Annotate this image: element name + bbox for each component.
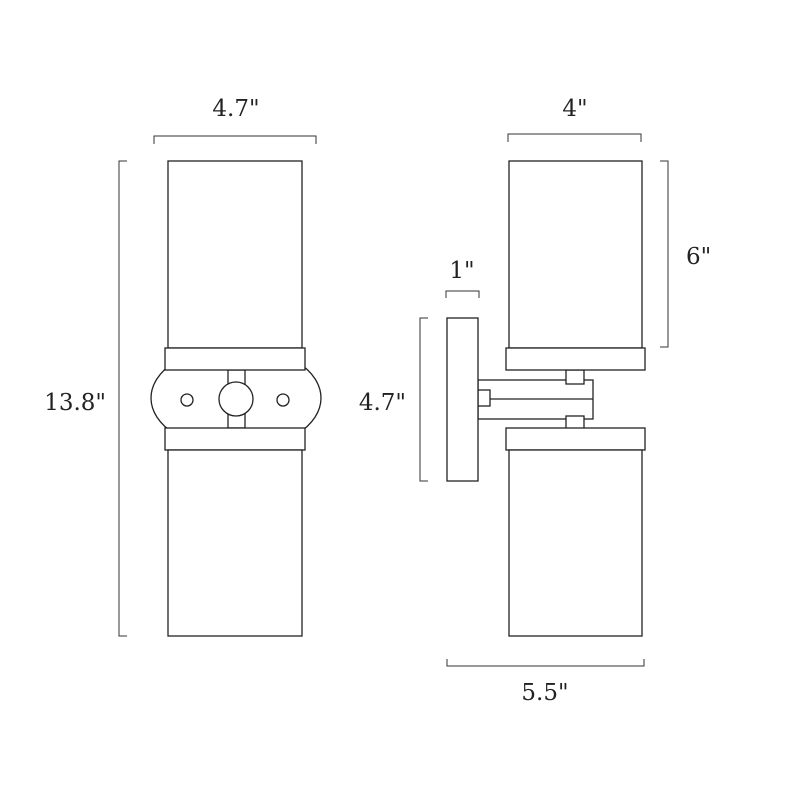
side-upper-band (505, 347, 646, 371)
dim-depth-line (445, 290, 480, 298)
dim-front-width-line (153, 135, 317, 144)
front-left-screw (180, 393, 194, 407)
dim-extension-line (446, 659, 645, 667)
dim-front-width-label: 4.7" (212, 96, 259, 122)
dim-shade-width-line (507, 133, 642, 142)
side-upper-shade (508, 160, 643, 349)
dimension-labels: 4.7" 13.8" 4" 6" 1" 4.7" 5.5" (44, 96, 711, 706)
side-backplate (446, 317, 479, 482)
dim-total-height-line (118, 160, 127, 637)
front-lower-band (164, 427, 306, 451)
dimension-lines (118, 133, 669, 667)
dim-backplate-height-label: 4.7" (359, 390, 406, 416)
side-arm-knob (477, 389, 491, 407)
front-upper-shade (167, 160, 303, 349)
front-view (150, 160, 322, 637)
dim-total-height-label: 13.8" (44, 390, 106, 416)
dim-extension-label: 5.5" (521, 680, 568, 706)
dim-shade-height-label: 6" (686, 244, 711, 270)
front-center-knob (218, 381, 254, 417)
side-lower-band (505, 427, 646, 451)
side-upper-collar (565, 369, 585, 385)
dim-shade-width-label: 4" (562, 96, 587, 122)
side-view (446, 160, 646, 637)
dim-depth-label: 1" (449, 258, 474, 284)
dim-backplate-height-line (419, 317, 428, 482)
dim-shade-height-line (660, 160, 669, 348)
front-upper-band (164, 347, 306, 371)
front-right-screw (276, 393, 290, 407)
front-lower-shade (167, 449, 303, 637)
side-lower-shade (508, 449, 643, 637)
